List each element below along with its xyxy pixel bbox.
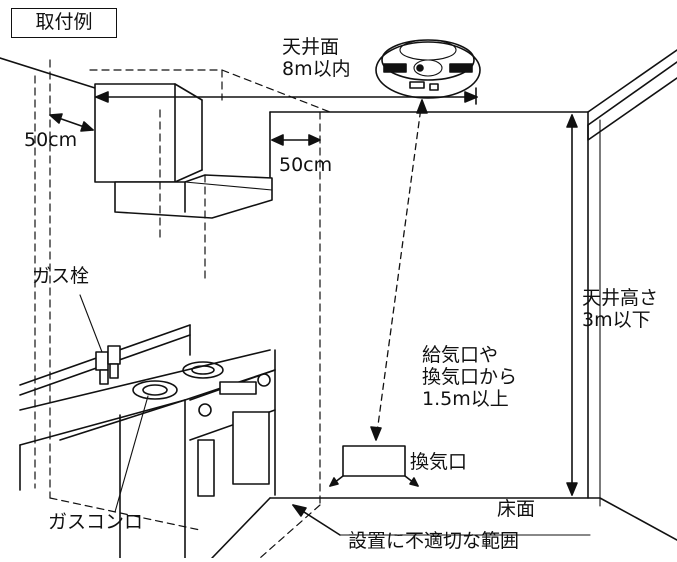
unsuitable-area-arrow (292, 504, 591, 536)
unsuitable-area-label: 設置に不適切な範囲 (348, 530, 520, 552)
gas-alarm-detector (375, 39, 481, 99)
ceiling-distance-label: 天井面 8m以内 (282, 36, 351, 80)
ceiling-height-label: 天井高さ 3m以下 (582, 287, 659, 331)
gas-valve (95, 345, 121, 385)
vent-distance-label: 給気口や 換気口から 1.5m以上 (422, 344, 518, 410)
unsuitable-zone-lines (34, 59, 331, 559)
gas-valve-label: ガス栓 (32, 265, 90, 287)
ceiling-distance-arrow (95, 87, 478, 105)
ceiling-height-arrow (566, 114, 578, 496)
range-hood (94, 83, 273, 219)
title-box: 取付例 (11, 8, 117, 38)
vent-label: 換気口 (410, 451, 468, 473)
hood-clearance-front-label: 50cm (279, 154, 333, 176)
gas-stove-label: ガスコンロ (48, 511, 144, 533)
gas-stove (132, 361, 276, 497)
room-outline (0, 49, 677, 559)
vent (329, 445, 419, 487)
hood-clearance-arrows (49, 113, 321, 146)
floor-label: 床面 (497, 498, 536, 520)
hood-clearance-side-label: 50cm (24, 129, 78, 151)
label-pointers (79, 294, 149, 513)
detector-vent-distance-arrow (370, 99, 428, 441)
